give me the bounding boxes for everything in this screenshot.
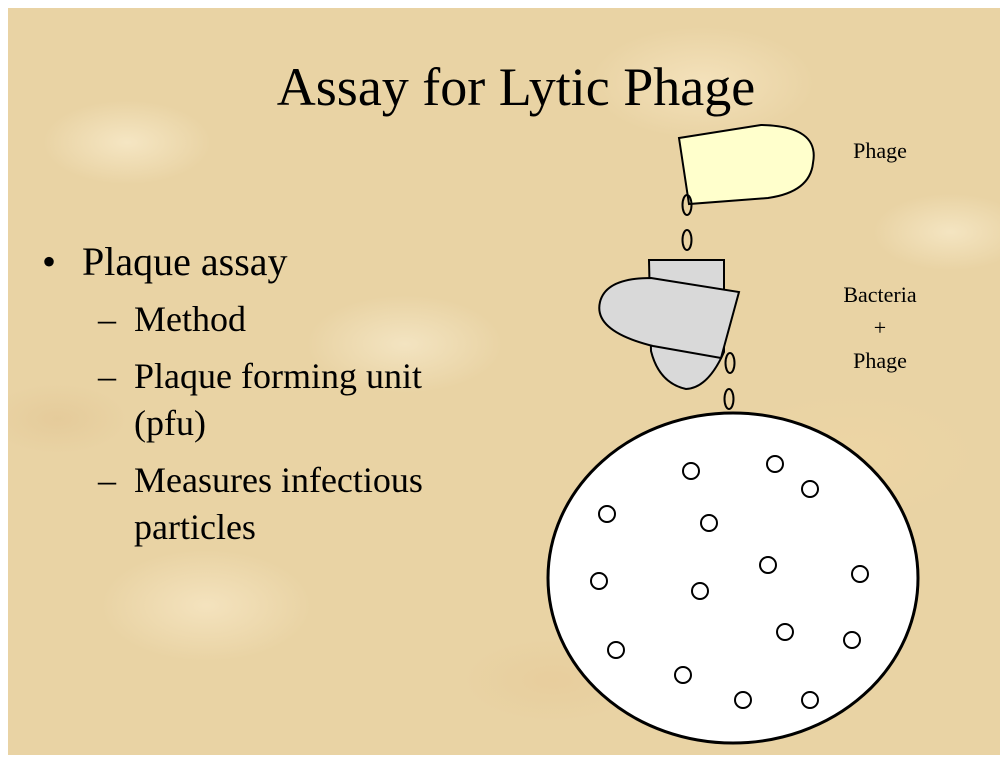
phage-drop — [683, 195, 692, 215]
plaque-assay-diagram — [8, 8, 1000, 755]
phage-tube — [679, 125, 814, 204]
phage-label: Phage — [838, 134, 922, 167]
petri-plate — [548, 413, 918, 743]
bacteria-label: Bacteria — [830, 278, 930, 311]
mix-tube-side — [599, 278, 739, 358]
slide: Assay for Lytic Phage • Plaque assay – M… — [8, 8, 1000, 755]
phage-label-2: Phage — [830, 344, 930, 377]
phage-drop — [683, 230, 692, 250]
bacteria-phage-label: Bacteria + Phage — [830, 278, 930, 377]
mix-drop — [726, 353, 735, 373]
plus-label: + — [830, 311, 930, 344]
mix-drop — [725, 389, 734, 409]
